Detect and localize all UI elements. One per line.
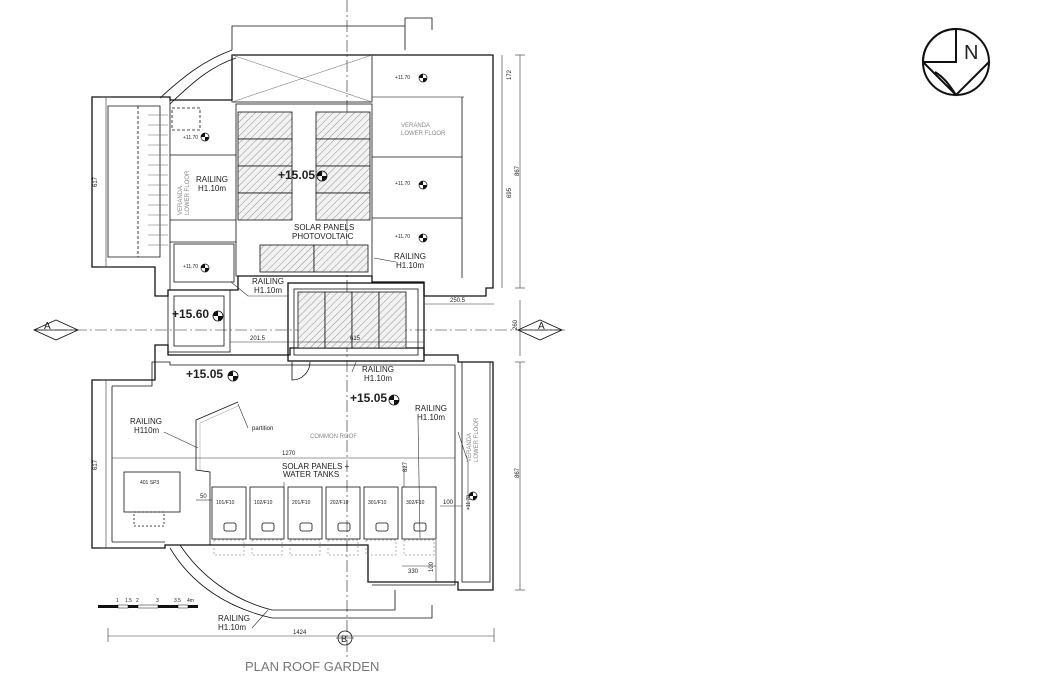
solar-bottom-label-2: WATER TANKS	[283, 470, 339, 479]
scale-tick-4m: 4m	[187, 598, 194, 604]
section-marker-a-left: A	[33, 319, 79, 341]
tank-101	[211, 486, 247, 540]
railing-5-line2: H1.10m	[417, 413, 445, 422]
dim-50: 50	[200, 494, 207, 500]
dim-172: 172	[507, 69, 513, 80]
section-label-a-left: A	[44, 321, 51, 332]
scale-tick-3-5: 3.5	[174, 598, 181, 604]
railing-7-line2: H1.10m	[218, 623, 246, 632]
tank-label-401: 401 SP3	[140, 480, 159, 486]
railing-4-line1: RAILING	[362, 365, 394, 374]
tank-201	[287, 486, 323, 540]
stair	[148, 114, 168, 246]
partition-label: partition	[252, 426, 273, 432]
curved-railings	[159, 17, 433, 619]
tank-401	[123, 471, 181, 513]
level-11-70-e: +11.70	[183, 264, 198, 270]
railing-2-line1: RAILING	[252, 277, 284, 286]
level-markers	[200, 73, 478, 501]
tank-202	[325, 486, 361, 540]
plan-title: PLAN ROOF GARDEN	[245, 659, 379, 674]
dimension-texts: 617 617 172 695 867 260 867 250.5 201.5 …	[93, 69, 521, 636]
dimension-lines	[101, 54, 525, 642]
veranda-top-label-1: VERANDA	[401, 123, 430, 129]
section-label-a-right: A	[538, 321, 545, 332]
area-labels: SOLAR PANELS PHOTOVOLTAIC SOLAR PANELS +…	[178, 123, 480, 479]
water-tanks	[123, 471, 437, 556]
dim-250-5: 250.5	[450, 298, 466, 304]
level-texts: +15.05 +15.60 +15.05 +15.05 +11.70 +11.7…	[172, 75, 472, 510]
tank-label-302: 302/F10	[406, 500, 425, 506]
veranda-left-label-1: VERANDA	[178, 186, 184, 215]
dim-617-bottom: 617	[93, 459, 99, 470]
section-marker-b: B	[336, 630, 354, 646]
railing-6-line2: H110m	[134, 426, 160, 435]
level-11-70-a: +11.70	[395, 75, 410, 81]
veranda-right-label-2: LOWER FLOOR	[474, 417, 480, 462]
veranda-left-label-2: LOWER FLOOR	[185, 170, 191, 215]
photovoltaic-panels	[237, 111, 371, 273]
tank-labels: 401 SP3 101/F10 102/F10 201/F10 202/F10 …	[140, 480, 425, 506]
tank-label-102: 102/F10	[254, 500, 273, 506]
railing-1-line1: RAILING	[196, 175, 228, 184]
tank-label-101: 101/F10	[216, 500, 235, 506]
level-11-70-f: +11.70	[466, 495, 472, 510]
scale-tick-1: 1	[116, 598, 119, 604]
partition-wall	[195, 401, 239, 545]
compass-letter: N	[964, 42, 978, 64]
dim-260: 260	[513, 319, 519, 330]
level-15-05-top: +15.05	[278, 168, 315, 182]
dim-330: 330	[408, 569, 419, 575]
scale-tick-2: 2	[136, 598, 139, 604]
top-interior	[137, 54, 464, 353]
tank-102	[249, 486, 285, 540]
leader-lines	[163, 257, 469, 629]
railing-3-line2: H1.10m	[396, 261, 424, 270]
tank-label-201: 201/F10	[292, 500, 311, 506]
dim-867-top: 867	[515, 165, 521, 176]
railing-1-line2: H1.10m	[198, 184, 226, 193]
level-11-70-c: +11.70	[395, 234, 410, 240]
dim-1424: 1424	[293, 630, 307, 636]
railing-2-line2: H1.10m	[254, 286, 282, 295]
scale-bar: 1 1.5 2 3 3.5 4m	[98, 598, 198, 609]
section-label-b: B	[341, 634, 347, 644]
central-shaft	[287, 282, 425, 381]
scale-tick-1-5: 1.5	[125, 598, 132, 604]
dim-100-right: 100	[443, 500, 454, 506]
level-15-05-right: +15.05	[350, 391, 387, 405]
dim-1270: 1270	[282, 451, 296, 457]
railing-labels: RAILING H1.10m RAILING H1.10m RAILING H1…	[130, 175, 447, 632]
dim-827: 827	[403, 461, 409, 472]
level-15-60: +15.60	[172, 307, 209, 321]
section-marker-a-right: A	[517, 319, 563, 341]
level-11-70-d: +11.70	[183, 135, 198, 141]
tank-label-301: 301/F10	[368, 500, 387, 506]
railing-4-line2: H1.10m	[364, 374, 392, 383]
veranda-right-label-1: VERANDA	[467, 433, 473, 462]
veranda-top-label-2: LOWER FLOOR	[401, 131, 446, 137]
dim-615: 615	[350, 336, 361, 342]
dim-201-5: 201.5	[250, 336, 266, 342]
dim-867-bottom: 867	[515, 467, 521, 478]
railing-6-line1: RAILING	[130, 417, 162, 426]
railing-7-line1: RAILING	[218, 614, 250, 623]
dim-695: 695	[507, 187, 513, 198]
railing-3-line1: RAILING	[394, 252, 426, 261]
solar-top-label-2: PHOTOVOLTAIC	[292, 232, 354, 241]
scale-tick-3: 3	[156, 598, 159, 604]
level-11-70-b: +11.70	[395, 181, 410, 187]
veranda-right	[461, 361, 491, 583]
compass-icon: N	[921, 27, 990, 97]
railing-5-line1: RAILING	[415, 404, 447, 413]
common-roof-label: COMMON ROOF	[310, 434, 357, 440]
tank-301	[363, 486, 399, 540]
level-15-05-left: +15.05	[186, 367, 223, 381]
solar-top-label-1: SOLAR PANELS	[294, 223, 354, 232]
solar-bottom-label-1: SOLAR PANELS +	[282, 462, 350, 471]
dim-100-bottom: 100	[429, 561, 435, 572]
tank-label-202: 202/F10	[330, 500, 349, 506]
dim-617-top: 617	[93, 176, 99, 187]
